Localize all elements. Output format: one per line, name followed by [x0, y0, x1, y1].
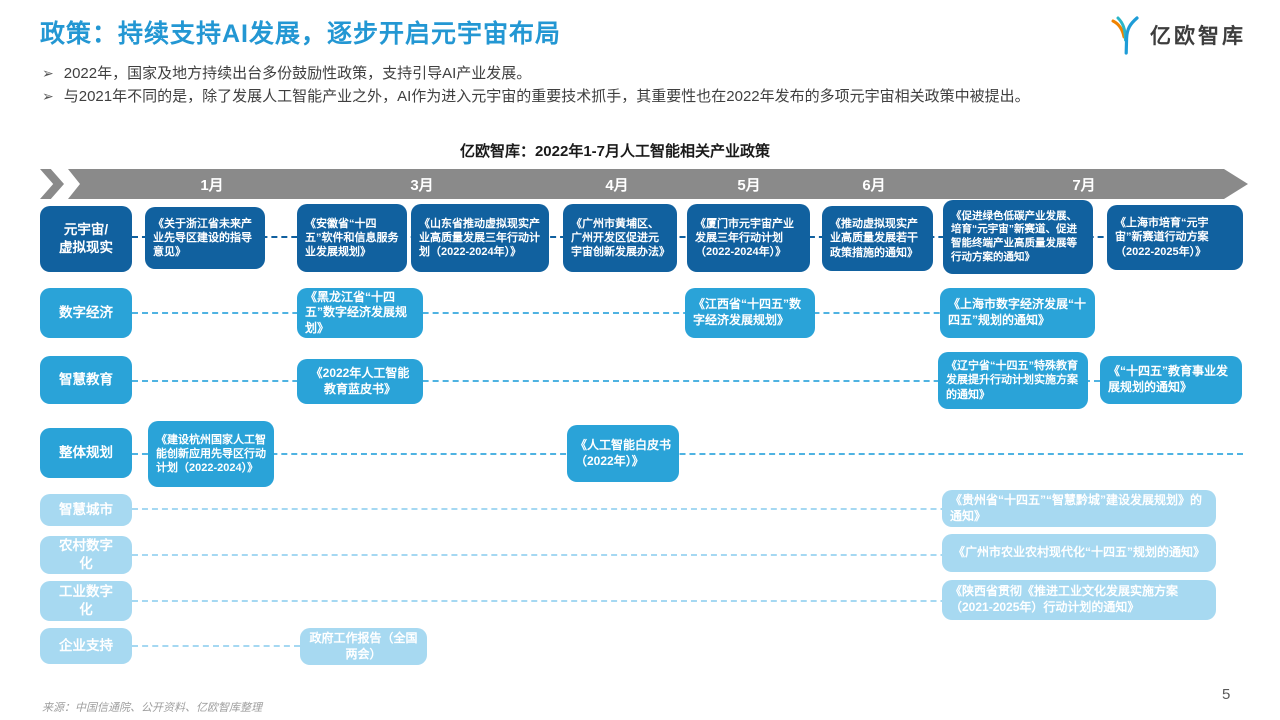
month-label-may: 5月 [737, 177, 761, 194]
category-smart-city: 智慧城市 [40, 494, 132, 526]
connector-row-enterprise-support [132, 645, 300, 647]
month-label-jun: 6月 [862, 177, 886, 194]
policy-box: 《人工智能白皮书（2022年）》 [567, 425, 679, 482]
month-label-apr: 4月 [605, 177, 629, 194]
policy-box: 《厦门市元宇宙产业发展三年行动计划（2022-2024年）》 [687, 204, 810, 272]
policy-box: 《关于浙江省未来产业先导区建设的指导意见》 [145, 207, 265, 269]
category-digital-economy: 数字经济 [40, 288, 132, 338]
month-label-jul: 7月 [1072, 177, 1096, 194]
logo-icon [1111, 16, 1139, 55]
connector-row-digital-economy [132, 312, 1090, 314]
month-label-jan: 1月 [200, 177, 224, 194]
page-title: 政策：持续支持AI发展，逐步开启元宇宙布局 [40, 20, 562, 48]
category-enterprise-support: 企业支持 [40, 628, 132, 664]
bullet-item: ➢ 2022年，国家及地方持续出台多份鼓励性政策，支持引导AI产业发展。 [42, 63, 1244, 86]
page-number: 5 [1222, 686, 1231, 703]
connector-row-rural-digitization [132, 554, 1216, 556]
category-rural-digitization: 农村数字化 [40, 536, 132, 574]
bullet-item: ➢ 与2021年不同的是，除了发展人工智能产业之外，AI作为进入元宇宙的重要技术… [42, 86, 1244, 109]
policy-box: 《黑龙江省“十四五”数字经济发展规划》 [297, 288, 423, 338]
policy-box: 《山东省推动虚拟现实产业高质量发展三年行动计划（2022-2024年）》 [411, 204, 549, 272]
policy-box: 《广州市黄埔区、广州开发区促进元宇宙创新发展办法》 [563, 204, 677, 272]
policy-box: 《促进绿色低碳产业发展、培育“元宇宙”新赛道、促进智能终端产业高质量发展等行动方… [943, 200, 1093, 274]
policy-box: 《上海市数字经济发展“十四五”规划的通知》 [940, 288, 1095, 338]
bullet-text: 2022年，国家及地方持续出台多份鼓励性政策，支持引导AI产业发展。 [63, 65, 532, 82]
bullet-list: ➢ 2022年，国家及地方持续出台多份鼓励性政策，支持引导AI产业发展。 ➢ 与… [42, 63, 1244, 108]
category-industrial-digitization: 工业数字化 [40, 581, 132, 621]
policy-box: 《“十四五”教育事业发展规划的通知》 [1100, 356, 1242, 404]
category-metaverse-vr: 元宇宙/虚拟现实 [40, 206, 132, 272]
bullet-text: 与2021年不同的是，除了发展人工智能产业之外，AI作为进入元宇宙的重要技术抓手… [63, 87, 1030, 105]
policy-box: 《2022年人工智能教育蓝皮书》 [297, 359, 423, 404]
chart-title: 亿欧智库：2022年1-7月人工智能相关产业政策 [459, 143, 771, 160]
policy-box: 《辽宁省“十四五”特殊教育发展提升行动计划实施方案的通知》 [938, 352, 1088, 409]
connector-row-smart-education [132, 380, 1100, 382]
policy-box: 《贵州省“十四五”“智慧黔城”建设发展规划》的通知》 [942, 490, 1216, 527]
policy-box: 《建设杭州国家人工智能创新应用先导区行动计划（2022-2024）》 [148, 421, 274, 487]
policy-box: 《广州市农业农村现代化“十四五”规划的通知》 [942, 534, 1216, 572]
category-overall-planning: 整体规划 [40, 428, 132, 478]
connector-row-industrial-digitization [132, 600, 1216, 602]
policy-box: 《安徽省“十四五”软件和信息服务业发展规划》 [297, 204, 407, 272]
logo: 亿欧智库 [1106, 14, 1246, 56]
policy-box: 《江西省“十四五”数字经济发展规划》 [685, 288, 815, 338]
policy-box: 政府工作报告（全国两会） [300, 628, 427, 665]
timeline-arrow-bar [68, 169, 1248, 199]
logo-text: 亿欧智库 [1150, 25, 1246, 48]
policy-box: 《陕西省贯彻《推进工业文化发展实施方案（2021-2025年）行动计划的通知》 [942, 580, 1216, 620]
category-smart-education: 智慧教育 [40, 356, 132, 404]
source-note: 来源：中国信通院、公开资料、亿欧智库整理 [42, 702, 262, 714]
connector-row-overall-planning [132, 453, 1243, 455]
bullet-arrow-icon: ➢ [42, 87, 54, 104]
month-label-mar: 3月 [410, 177, 434, 194]
bullet-arrow-icon: ➢ [42, 65, 54, 81]
policy-box: 《上海市培育“元宇宙”新赛道行动方案（2022-2025年）》 [1107, 205, 1243, 270]
policy-box: 《推动虚拟现实产业高质量发展若干政策措施的通知》 [822, 206, 933, 271]
connector-row-smart-city [132, 508, 1216, 510]
timeline-start-chevron-icon [40, 169, 64, 199]
